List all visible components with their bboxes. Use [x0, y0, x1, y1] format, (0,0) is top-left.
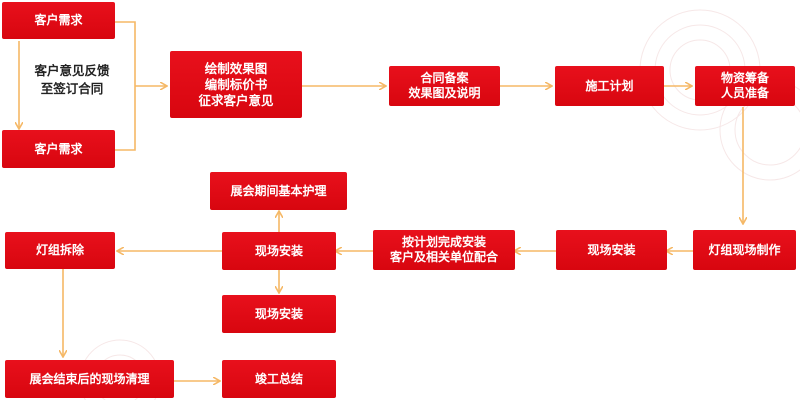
prep-line1: 物资筹备: [720, 71, 769, 85]
maintenance-box: 展会期间基本护理: [210, 172, 347, 210]
client-need-bottom-box: 客户需求: [2, 130, 115, 168]
design-box: 绘制效果图 编制标价书 征求客户意见: [170, 51, 302, 118]
prep-line2: 人员准备: [720, 86, 769, 100]
install-plan-line2: 客户及相关单位配合: [389, 250, 498, 264]
maintenance-label: 展会期间基本护理: [230, 183, 327, 198]
design-line2: 编制标价书: [204, 76, 268, 92]
onsite-install-c-box: 现场安装: [222, 295, 336, 333]
install-plan-line1: 按计划完成安装: [401, 235, 486, 249]
onsite-install-a-box: 现场安装: [222, 232, 336, 270]
summary-box: 竣工总结: [222, 360, 336, 398]
onsite-install-b-label: 现场安装: [587, 242, 636, 257]
design-line1: 绘制效果图: [204, 60, 268, 76]
cleanup-label: 展会结束后的现场清理: [29, 371, 150, 386]
dismantle-box: 灯组拆除: [5, 232, 115, 269]
construction-plan-box: 施工计划: [555, 66, 664, 106]
install-plan-box: 按计划完成安装 客户及相关单位配合: [373, 230, 515, 270]
dismantle-label: 灯组拆除: [35, 243, 84, 257]
contract-line2: 效果图及说明: [408, 86, 481, 100]
onsite-install-b-box: 现场安装: [556, 230, 667, 270]
client-need-bottom-label: 客户需求: [34, 141, 83, 156]
onsite-install-a-label: 现场安装: [254, 243, 303, 258]
design-line3: 征求客户意见: [198, 92, 274, 108]
contract-line1: 合同备案: [420, 71, 469, 85]
client-need-top-box: 客户需求: [2, 2, 115, 39]
feedback-note-line2: 至签订合同: [40, 81, 104, 96]
onsite-install-c-label: 现场安装: [254, 306, 303, 321]
client-need-top-label: 客户需求: [34, 13, 83, 27]
light-make-box: 灯组现场制作: [693, 230, 796, 270]
feedback-note-line1: 客户意见反馈: [34, 63, 110, 78]
prep-box: 物资筹备 人员准备: [695, 66, 795, 106]
contract-box: 合同备案 效果图及说明: [389, 66, 500, 106]
light-make-label: 灯组现场制作: [708, 242, 781, 257]
cleanup-box: 展会结束后的现场清理: [5, 360, 174, 398]
feedback-note: 客户意见反馈 至签订合同: [22, 62, 122, 98]
construction-plan-label: 施工计划: [585, 78, 634, 93]
summary-label: 竣工总结: [254, 371, 303, 386]
